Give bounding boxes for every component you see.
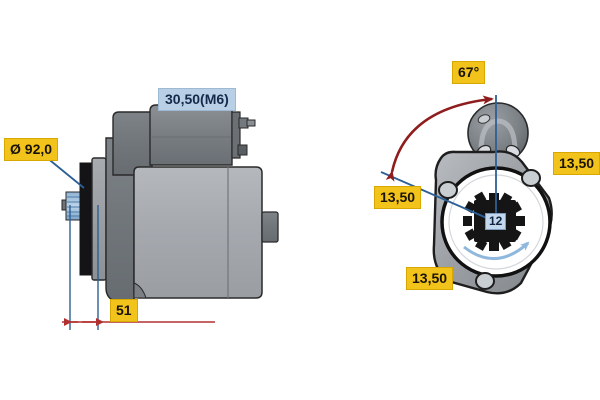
flange-plate <box>91 157 107 281</box>
angle-arc-arrow <box>385 95 494 182</box>
mounting-hole-right <box>521 169 541 187</box>
label-hole-diameter-left: 13,50 <box>374 186 422 209</box>
label-hole-diameter-right: 13,50 <box>553 152 600 175</box>
drive-end-flange-face <box>79 162 93 276</box>
label-flange-angle: 67° <box>452 61 486 84</box>
mounting-hole-bottom <box>475 272 495 290</box>
motor-barrel <box>133 166 263 299</box>
leader-line-diameter <box>45 156 85 189</box>
label-solenoid-terminal: 30,50(M6) <box>158 88 236 111</box>
terminal-stud-upper-tip <box>246 119 256 127</box>
label-pinion-diameter: Ø 92,0 <box>4 138 59 161</box>
housing-fillet <box>133 282 147 299</box>
terminal-stud-lower <box>237 144 248 156</box>
solenoid-bracket <box>112 111 153 176</box>
mounting-hole-left <box>438 181 458 199</box>
label-pinion-teeth: 12 <box>485 213 507 230</box>
side-view-group <box>45 104 279 330</box>
label-mount-length: 51 <box>110 299 138 322</box>
label-hole-diameter-bottom: 13,50 <box>406 267 454 290</box>
solenoid-body <box>149 104 233 166</box>
commutator-end-cap <box>261 211 279 243</box>
rotation-direction-arrow <box>463 241 530 261</box>
